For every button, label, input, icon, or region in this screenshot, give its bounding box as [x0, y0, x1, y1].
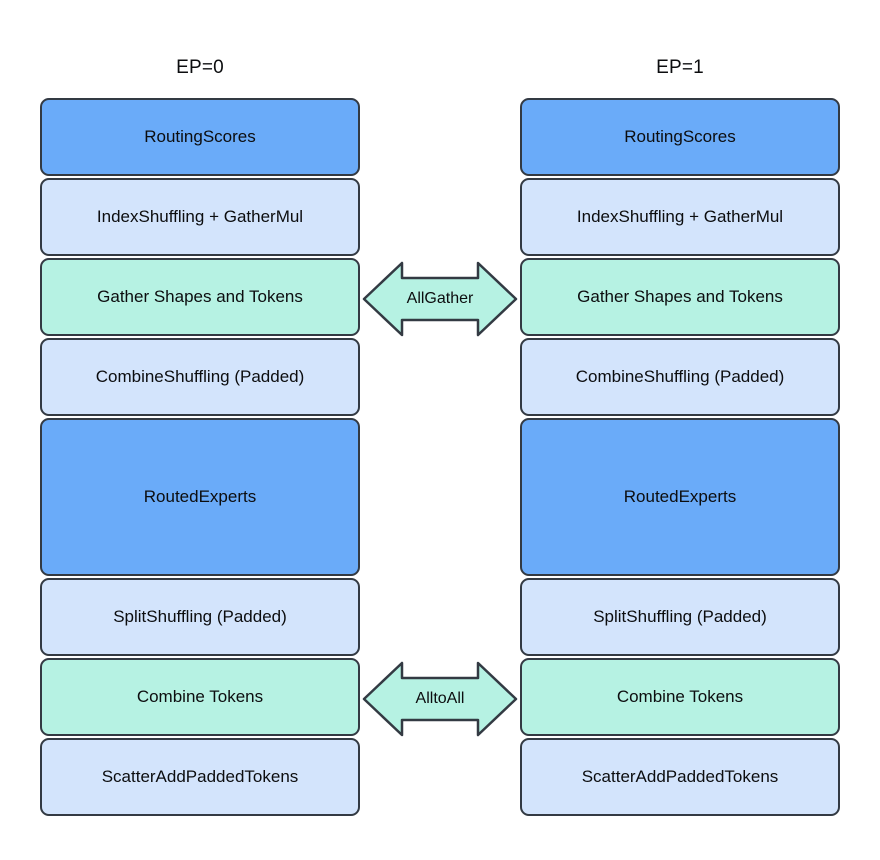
flow-box-label: IndexShuffling + GatherMul — [96, 207, 304, 226]
flow-box-label: RoutedExperts — [143, 487, 257, 506]
flow-box-label: RoutedExperts — [623, 487, 737, 506]
flow-box-label: IndexShuffling + GatherMul — [576, 207, 784, 226]
flow-box-label: Combine Tokens — [136, 687, 264, 706]
column-ep0: RoutingScores IndexShuffling + GatherMul… — [40, 98, 360, 816]
flow-box-label: SplitShuffling (Padded) — [113, 607, 287, 626]
double-headed-arrow-icon — [362, 261, 518, 337]
allgather-arrow: AllGather — [361, 260, 519, 338]
flow-box-label: ScatterAddPaddedTokens — [101, 767, 299, 786]
column-ep1: RoutingScores IndexShuffling + GatherMul… — [520, 98, 840, 816]
flow-box-indexshuffling-gathermul: IndexShuffling + GatherMul — [40, 178, 360, 256]
flow-box-routedexperts: RoutedExperts — [40, 418, 360, 576]
alltoall-arrow-label: AlltoAll — [415, 690, 465, 707]
flow-box-label: CombineShuffling (Padded) — [575, 367, 785, 386]
flow-box-splitshuffling-padded: SplitShuffling (Padded) — [520, 578, 840, 656]
flow-box-label: RoutingScores — [144, 127, 256, 146]
flow-box-label: Gather Shapes and Tokens — [97, 287, 303, 306]
flow-box-combine-tokens: Combine Tokens — [520, 658, 840, 736]
flow-box-routedexperts: RoutedExperts — [520, 418, 840, 576]
flow-box-combineshuffling-padded: CombineShuffling (Padded) — [40, 338, 360, 416]
column-title-ep0: EP=0 — [176, 57, 224, 78]
flow-box-gather-shapes-and-tokens: Gather Shapes and Tokens — [40, 258, 360, 336]
flow-box-combine-tokens: Combine Tokens — [40, 658, 360, 736]
flow-box-label: Combine Tokens — [616, 687, 744, 706]
flow-box-combineshuffling-padded: CombineShuffling (Padded) — [520, 338, 840, 416]
flow-box-routingscores: RoutingScores — [520, 98, 840, 176]
flow-box-splitshuffling-padded: SplitShuffling (Padded) — [40, 578, 360, 656]
flow-box-label: ScatterAddPaddedTokens — [581, 767, 779, 786]
allgather-arrow-label: AllGather — [406, 290, 474, 307]
flow-box-indexshuffling-gathermul: IndexShuffling + GatherMul — [520, 178, 840, 256]
flow-box-label: CombineShuffling (Padded) — [95, 367, 305, 386]
flow-box-routingscores: RoutingScores — [40, 98, 360, 176]
alltoall-arrow: AlltoAll — [361, 660, 519, 738]
flow-box-scatteraddpaddedtokens: ScatterAddPaddedTokens — [40, 738, 360, 816]
double-headed-arrow-icon — [362, 661, 518, 737]
flow-box-scatteraddpaddedtokens: ScatterAddPaddedTokens — [520, 738, 840, 816]
flow-box-label: SplitShuffling (Padded) — [593, 607, 767, 626]
flow-box-label: RoutingScores — [624, 127, 736, 146]
flow-box-gather-shapes-and-tokens: Gather Shapes and Tokens — [520, 258, 840, 336]
flow-box-label: Gather Shapes and Tokens — [577, 287, 783, 306]
column-title-ep1: EP=1 — [656, 57, 704, 78]
